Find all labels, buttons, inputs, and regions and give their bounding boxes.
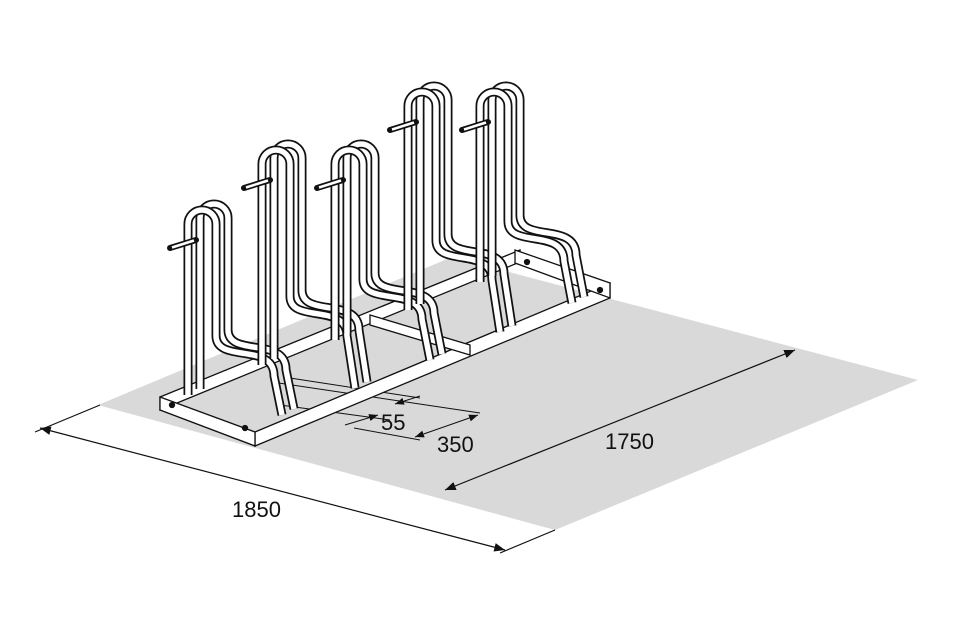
dimension-1750 [444,349,796,491]
label-1750: 1750 [605,429,654,454]
base-frame [159,249,611,447]
stand-tube-5 [475,87,577,304]
hook-bar-highlight [245,179,269,189]
bolt-hole [241,424,249,432]
hook-bar-highlight [463,121,487,131]
label-55: 55 [381,410,405,435]
bolt-hole [168,401,176,409]
hook-bar-highlight [391,121,415,131]
bolt-hole [523,258,531,266]
hook-bar-highlight [171,239,195,249]
bike-rack [159,81,611,447]
label-350: 350 [437,432,474,457]
hook-bar-highlight [318,179,342,189]
bolt-hole [596,286,604,294]
label-1850: 1850 [232,497,281,522]
dimension-1850 [34,404,556,554]
